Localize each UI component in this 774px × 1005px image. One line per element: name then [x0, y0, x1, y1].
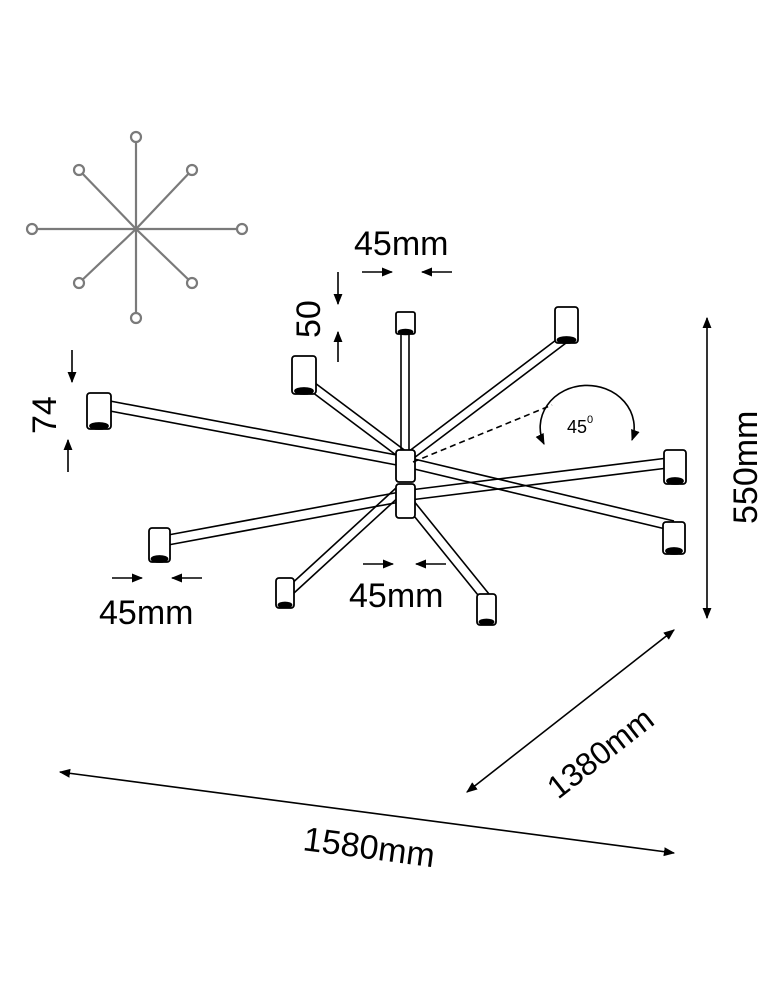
schematic-node — [185, 163, 199, 177]
schematic-arm — [78, 228, 137, 284]
schematic-node — [72, 163, 86, 177]
arm-rod — [409, 457, 675, 532]
arm-rod — [409, 457, 669, 501]
schematic-node — [185, 276, 199, 290]
svg-text:0: 0 — [587, 414, 593, 426]
lower-hub — [395, 483, 416, 519]
arm-rod — [405, 499, 490, 601]
arm-rod — [109, 400, 403, 467]
fixture-upper-left — [291, 355, 317, 395]
chandelier-arms — [109, 332, 675, 601]
schematic-node — [235, 222, 249, 236]
schematic-arm — [135, 228, 193, 284]
fixture-top-center — [395, 311, 416, 336]
fixture-bottom-right — [476, 593, 497, 626]
chandelier-hubs — [395, 449, 416, 519]
upper-hub — [395, 449, 416, 483]
depth-arrow — [466, 629, 675, 793]
top-view-schematic — [25, 130, 249, 325]
schematic-node — [129, 130, 143, 144]
spacing-center-label: 45mm — [349, 577, 443, 615]
schematic-node — [25, 222, 39, 236]
width-label: 1580mm — [301, 820, 437, 875]
schematic-arm — [78, 169, 137, 230]
arm-rod — [400, 332, 410, 452]
angle-arc-arrow — [535, 384, 640, 446]
height-large-label: 74 — [26, 396, 64, 434]
svg-text:45: 45 — [567, 417, 587, 437]
schematic-node — [129, 311, 143, 325]
arm-rod — [303, 379, 408, 459]
fixture-bottom-left — [275, 577, 295, 609]
arm-rod — [167, 491, 401, 546]
height-small-label: 50 — [290, 300, 328, 338]
depth-label: 1380mm — [540, 700, 660, 805]
fixture-right-upper — [663, 449, 687, 485]
angle-reference-line — [412, 404, 553, 463]
dimension-arrows — [58, 267, 712, 857]
schematic-node — [72, 276, 86, 290]
fixture-top-right — [554, 306, 579, 344]
angle-label: 45 0 — [567, 414, 593, 437]
fixture-far-left — [86, 392, 112, 430]
schematic-arm — [135, 169, 193, 230]
width-arrow — [58, 768, 676, 857]
chandelier-fixtures — [86, 306, 687, 626]
top-spacing-label: 45mm — [354, 225, 448, 263]
height-total-label: 550mm — [727, 411, 765, 524]
spacing-left-label: 45mm — [99, 594, 193, 632]
fixture-right-lower — [662, 521, 686, 555]
fixture-left-lower — [148, 527, 171, 563]
arm-rod — [403, 336, 567, 462]
arm-rod — [287, 487, 403, 594]
